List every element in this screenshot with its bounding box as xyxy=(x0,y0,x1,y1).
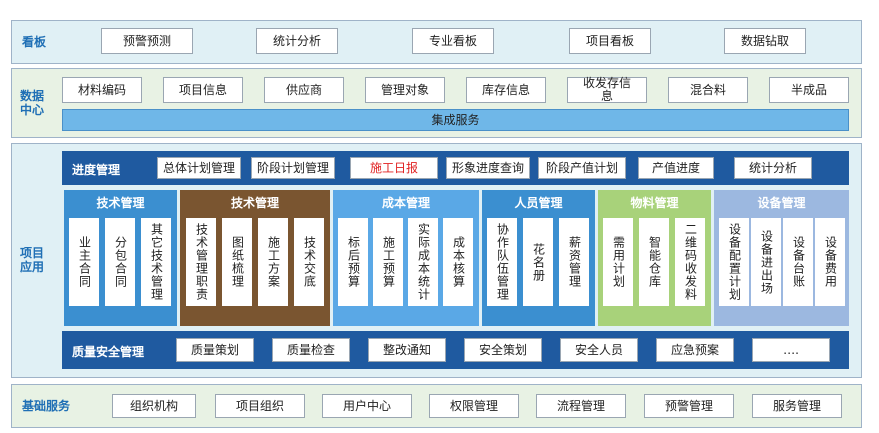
module-personnel-title: 人员管理 xyxy=(514,196,563,210)
quality-item-5[interactable]: 应急预案 xyxy=(656,338,734,362)
progress-item-4[interactable]: 阶段产值计划 xyxy=(538,157,626,179)
kanban-item-3[interactable]: 项目看板 xyxy=(569,28,651,54)
kanban-item-2[interactable]: 专业看板 xyxy=(412,28,494,54)
module-material-item-1[interactable]: 智能仓库 xyxy=(639,218,669,306)
progress-bar: 进度管理 总体计划管理 阶段计划管理 施工日报 形象进度查询 阶段产值计划 产值… xyxy=(62,151,849,185)
datacenter-row: 数据中心 材料编码 项目信息 供应商 管理对象 库存信息 收发存信息 混合料 半… xyxy=(11,68,862,138)
progress-title: 进度管理 xyxy=(72,163,121,177)
module-equipment-title: 设备管理 xyxy=(757,196,806,210)
module-equipment-item-0[interactable]: 设备配置计划 xyxy=(719,218,749,306)
module-equipment-item-2[interactable]: 设备台账 xyxy=(783,218,813,306)
datacenter-label: 数据中心 xyxy=(20,89,45,117)
module-tech-2-item-0[interactable]: 技术管理职责 xyxy=(186,218,216,306)
datacenter-item-3[interactable]: 管理对象 xyxy=(365,77,445,103)
app-row: 项目应用 进度管理 总体计划管理 阶段计划管理 施工日报 形象进度查询 阶段产值… xyxy=(11,143,862,378)
quality-item-3[interactable]: 安全策划 xyxy=(464,338,542,362)
module-material: 物料管理 需用计划 智能仓库 二维码收发料 xyxy=(598,190,711,326)
progress-item-6[interactable]: 统计分析 xyxy=(734,157,812,179)
module-tech-2-item-1[interactable]: 图纸梳理 xyxy=(222,218,252,306)
quality-title: 质量安全管理 xyxy=(72,345,145,359)
module-cost-item-1[interactable]: 施工预算 xyxy=(373,218,403,306)
base-item-1[interactable]: 项目组织 xyxy=(215,394,305,418)
quality-bar: 质量安全管理 质量策划 质量检查 整改通知 安全策划 安全人员 应急预案 …. xyxy=(62,331,849,369)
base-item-5[interactable]: 预警管理 xyxy=(644,394,734,418)
module-material-item-2[interactable]: 二维码收发料 xyxy=(675,218,705,306)
datacenter-item-1[interactable]: 项目信息 xyxy=(163,77,243,103)
quality-item-6[interactable]: …. xyxy=(752,338,830,362)
module-tech-1: 技术管理 业主合同 分包合同 其它技术管理 xyxy=(64,190,177,326)
module-cost-item-2[interactable]: 实际成本统计 xyxy=(408,218,438,306)
module-cost-item-3[interactable]: 成本核算 xyxy=(443,218,473,306)
module-tech-1-item-1[interactable]: 分包合同 xyxy=(105,218,135,306)
kanban-item-1[interactable]: 统计分析 xyxy=(256,28,338,54)
base-label: 基础服务 xyxy=(22,399,71,413)
progress-item-3[interactable]: 形象进度查询 xyxy=(446,157,530,179)
quality-item-2[interactable]: 整改通知 xyxy=(368,338,446,362)
module-material-item-0[interactable]: 需用计划 xyxy=(603,218,633,306)
module-tech-2-item-3[interactable]: 技术交底 xyxy=(294,218,324,306)
module-tech-1-item-2[interactable]: 其它技术管理 xyxy=(141,218,171,306)
module-cost: 成本管理 标后预算 施工预算 实际成本统计 成本核算 xyxy=(333,190,479,326)
kanban-item-0[interactable]: 预警预测 xyxy=(101,28,193,54)
base-item-6[interactable]: 服务管理 xyxy=(752,394,842,418)
module-material-title: 物料管理 xyxy=(630,196,679,210)
kanban-row: 看板 预警预测 统计分析 专业看板 项目看板 数据钻取 xyxy=(11,20,862,64)
module-tech-2-item-2[interactable]: 施工方案 xyxy=(258,218,288,306)
base-item-3[interactable]: 权限管理 xyxy=(429,394,519,418)
module-personnel: 人员管理 协作队伍管理 花名册 薪资管理 xyxy=(482,190,595,326)
quality-item-1[interactable]: 质量检查 xyxy=(272,338,350,362)
module-tech-2: 技术管理 技术管理职责 图纸梳理 施工方案 技术交底 xyxy=(180,190,330,326)
base-item-2[interactable]: 用户中心 xyxy=(322,394,412,418)
module-tech-1-title: 技术管理 xyxy=(96,196,145,210)
datacenter-item-0[interactable]: 材料编码 xyxy=(62,77,142,103)
progress-item-1[interactable]: 阶段计划管理 xyxy=(251,157,335,179)
base-item-4[interactable]: 流程管理 xyxy=(536,394,626,418)
module-tech-1-item-0[interactable]: 业主合同 xyxy=(69,218,99,306)
base-row: 基础服务 组织机构 项目组织 用户中心 权限管理 流程管理 预警管理 服务管理 xyxy=(11,384,862,428)
base-item-0[interactable]: 组织机构 xyxy=(112,394,196,418)
module-personnel-item-1[interactable]: 花名册 xyxy=(523,218,553,306)
progress-item-2[interactable]: 施工日报 xyxy=(350,157,438,179)
progress-item-5[interactable]: 产值进度 xyxy=(638,157,714,179)
module-tech-2-title: 技术管理 xyxy=(230,196,279,210)
datacenter-item-2[interactable]: 供应商 xyxy=(264,77,344,103)
module-cost-title: 成本管理 xyxy=(381,196,430,210)
module-personnel-item-2[interactable]: 薪资管理 xyxy=(559,218,589,306)
module-cost-item-0[interactable]: 标后预算 xyxy=(338,218,368,306)
app-label: 项目应用 xyxy=(20,246,45,274)
kanban-label: 看板 xyxy=(22,35,47,49)
progress-item-0[interactable]: 总体计划管理 xyxy=(157,157,241,179)
module-equipment: 设备管理 设备配置计划 设备进出场 设备台账 设备费用 xyxy=(714,190,849,326)
module-equipment-item-1[interactable]: 设备进出场 xyxy=(751,218,781,306)
datacenter-item-6[interactable]: 混合料 xyxy=(668,77,748,103)
module-personnel-item-0[interactable]: 协作队伍管理 xyxy=(487,218,517,306)
kanban-item-4[interactable]: 数据钻取 xyxy=(724,28,806,54)
module-equipment-item-3[interactable]: 设备费用 xyxy=(815,218,845,306)
quality-item-0[interactable]: 质量策划 xyxy=(176,338,254,362)
datacenter-item-5[interactable]: 收发存信息 xyxy=(567,77,647,103)
datacenter-item-4[interactable]: 库存信息 xyxy=(466,77,546,103)
quality-item-4[interactable]: 安全人员 xyxy=(560,338,638,362)
datacenter-item-7[interactable]: 半成品 xyxy=(769,77,849,103)
integration-service-bar[interactable]: 集成服务 xyxy=(62,109,849,131)
